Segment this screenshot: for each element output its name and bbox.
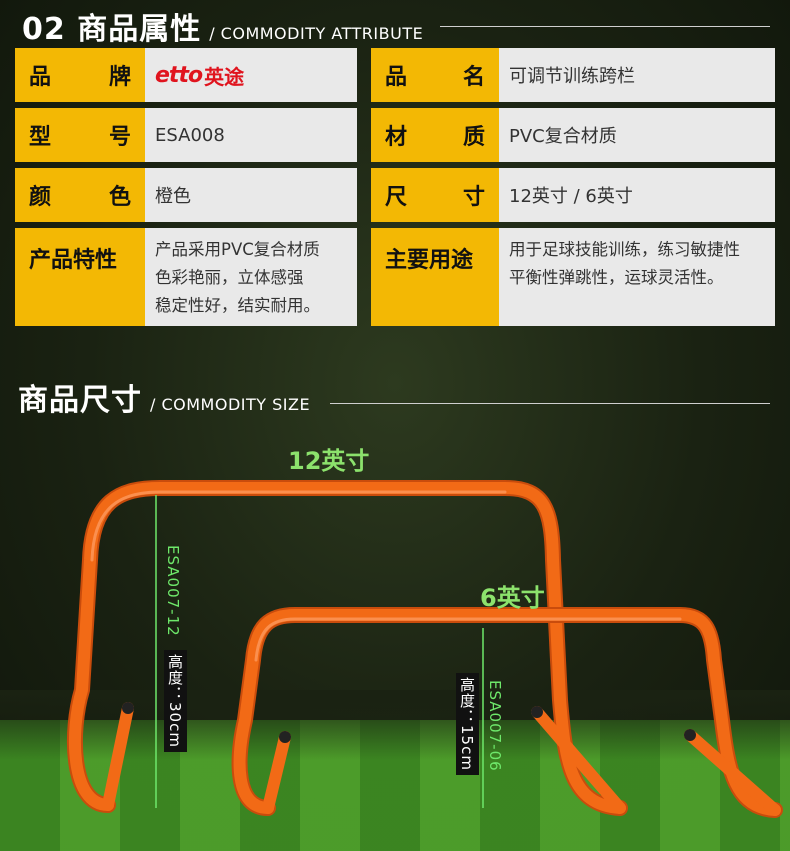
model-label: 型 号 (15, 108, 145, 162)
brand-label: 品 牌 (15, 48, 145, 102)
usage-value: 用于足球技能训练，练习敏捷性 平衡性弹跳性，运球灵活性。 (499, 228, 775, 326)
model-value: ESA008 (145, 108, 357, 162)
attribute-row-model: 型 号 ESA008 材 质 PVC复合材质 (15, 108, 775, 162)
size-label-char1: 尺 (385, 185, 408, 210)
features-line-1: 产品采用PVC复合材质 (155, 240, 320, 259)
features-line-2: 色彩艳丽，立体感强 (155, 268, 304, 287)
name-label-char2: 名 (462, 65, 485, 90)
color-value: 橙色 (145, 168, 357, 222)
size-rule (330, 403, 770, 404)
large-model-text: ESA007-12 (164, 545, 182, 637)
color-label: 颜 色 (15, 168, 145, 222)
attribute-row-color: 颜 色 橙色 尺 寸 12英寸 / 6英寸 (15, 168, 775, 222)
attribute-section-title: 02 商品属性 / COMMODITY ATTRIBUTE (22, 4, 423, 48)
attribute-row-features: 产品特性 产品采用PVC复合材质 色彩艳丽，立体感强 稳定性好，结实耐用。 主要… (15, 228, 775, 326)
attribute-heading: 02 商品属性 (22, 12, 202, 47)
name-label-char1: 品 (385, 65, 408, 90)
large-height-text: 高度：30cm (164, 650, 187, 752)
small-size-label: 6英寸 (480, 584, 545, 612)
size-value: 12英寸 / 6英寸 (499, 168, 775, 222)
material-label-char1: 材 (385, 125, 408, 150)
features-label: 产品特性 (15, 228, 145, 326)
brand-logo: etto (155, 62, 203, 88)
size-section-title: 商品尺寸 / COMMODITY SIZE (18, 375, 310, 419)
usage-line-2: 平衡性弹跳性，运球灵活性。 (509, 268, 724, 287)
brand-label-char1: 品 (29, 65, 52, 90)
usage-label: 主要用途 (371, 228, 499, 326)
large-size-label: 12英寸 (288, 447, 370, 475)
brand-logo-cn: 英途 (204, 64, 245, 89)
material-label: 材 质 (371, 108, 499, 162)
small-hurdle (231, 607, 783, 818)
size-heading: 商品尺寸 (18, 383, 142, 418)
attribute-row-brand: 品 牌 etto 英途 品 名 可调节训练跨栏 (15, 48, 775, 102)
name-value: 可调节训练跨栏 (499, 48, 775, 102)
attribute-subheading: / COMMODITY ATTRIBUTE (209, 24, 424, 43)
brand-value: etto 英途 (145, 48, 357, 102)
name-label: 品 名 (371, 48, 499, 102)
size-subheading: / COMMODITY SIZE (150, 395, 311, 414)
material-label-char2: 质 (462, 125, 485, 150)
small-height-text: 高度：15cm (456, 673, 479, 775)
brand-label-char2: 牌 (108, 65, 131, 90)
small-model-text: ESA007-06 (486, 680, 504, 772)
color-label-char2: 色 (108, 185, 131, 210)
size-label: 尺 寸 (371, 168, 499, 222)
field-fade (0, 690, 790, 760)
attribute-rule (440, 26, 770, 27)
features-line-3: 稳定性好，结实耐用。 (155, 296, 320, 315)
color-label-char1: 颜 (29, 185, 52, 210)
features-value: 产品采用PVC复合材质 色彩艳丽，立体感强 稳定性好，结实耐用。 (145, 228, 357, 326)
model-label-char1: 型 (29, 125, 52, 150)
material-value: PVC复合材质 (499, 108, 775, 162)
model-label-char2: 号 (108, 125, 131, 150)
large-hurdle (66, 480, 628, 816)
size-label-char2: 寸 (462, 185, 485, 210)
usage-line-1: 用于足球技能训练，练习敏捷性 (509, 240, 740, 259)
